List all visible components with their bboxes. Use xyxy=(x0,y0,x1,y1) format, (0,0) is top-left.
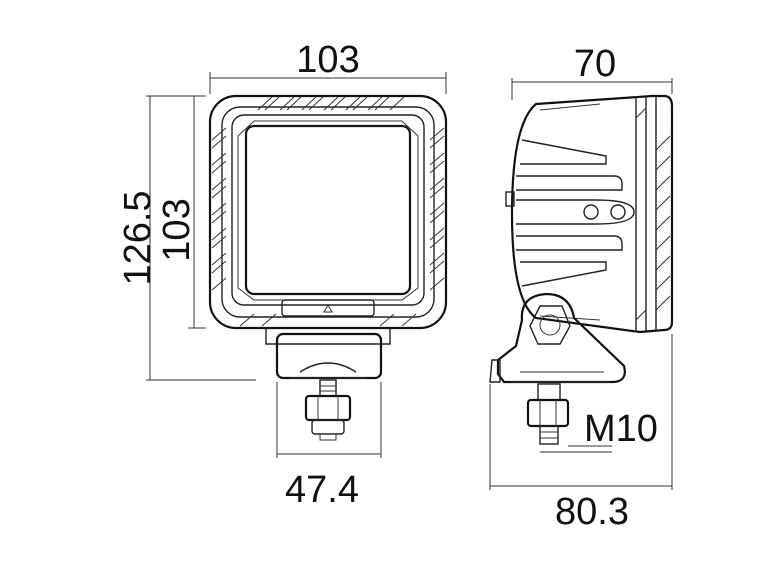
side-hole-2 xyxy=(610,204,626,220)
front-fins-bottom xyxy=(239,313,417,327)
front-housing-outer xyxy=(208,94,448,330)
side-depth-label: 70 xyxy=(574,43,616,85)
front-label-plate-mark xyxy=(323,303,333,313)
side-front-rim xyxy=(635,96,657,332)
front-housing-inner xyxy=(221,106,435,318)
side-front-fins xyxy=(635,107,671,321)
front-bolt xyxy=(304,379,352,441)
side-body-fins xyxy=(516,103,635,321)
side-total-depth-label: 80.3 xyxy=(555,491,629,533)
front-lens xyxy=(244,124,412,296)
front-fins-top xyxy=(257,96,405,111)
side-hole-1 xyxy=(583,204,599,220)
side-body-outline xyxy=(510,94,674,334)
front-bracket xyxy=(265,328,391,380)
side-bolt xyxy=(526,383,570,445)
front-height-total-label: 126.5 xyxy=(117,190,159,285)
front-fins-left xyxy=(211,127,227,291)
thread-label: M10 xyxy=(584,408,658,450)
front-dimensions: 103 126.5 103 47.4 xyxy=(117,39,447,511)
front-label-plate xyxy=(281,299,375,317)
side-view xyxy=(489,94,674,445)
side-dimensions: 70 80.3 M10 xyxy=(489,43,673,533)
front-bracket-width-label: 47.4 xyxy=(285,469,359,511)
front-lens-chamfer xyxy=(237,120,419,301)
front-lens-frame xyxy=(231,114,425,306)
front-view xyxy=(208,94,448,441)
front-width-label: 103 xyxy=(296,39,359,81)
side-mount xyxy=(489,292,626,384)
front-fins-right xyxy=(429,127,445,291)
front-height-body-label: 103 xyxy=(156,198,198,261)
side-cable-stub xyxy=(505,191,515,207)
